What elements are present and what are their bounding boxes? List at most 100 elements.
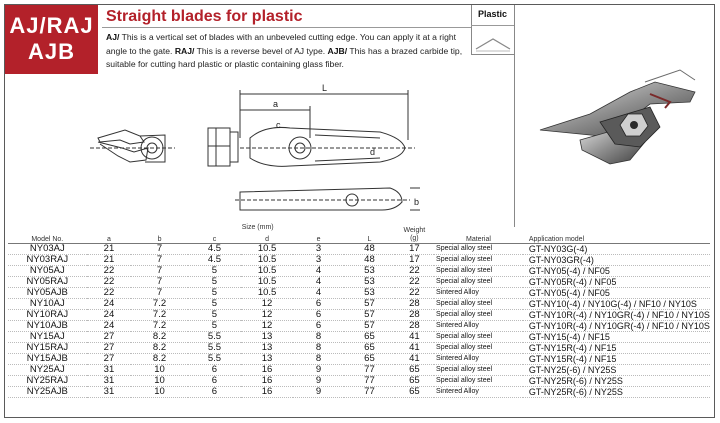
cell-model: NY03RAJ [26, 254, 69, 265]
cell-L: 57 [364, 309, 375, 320]
cell-c: 4.5 [207, 254, 222, 265]
cell-e: 8 [315, 353, 322, 364]
cell-application: GT-NY15R(-4) / NF15 [528, 354, 617, 364]
cell-b: 10 [154, 386, 165, 397]
cell-application: GT-NY03G(-4) [528, 244, 588, 254]
cell-application: GT-NY03GR(-4) [528, 255, 594, 265]
cell-material: Special alloy steel [436, 256, 493, 263]
cell-a: 27 [103, 342, 115, 353]
header-model: Model No. [31, 236, 64, 243]
cell-d: 10.5 [257, 276, 277, 287]
cell-weight: 65 [409, 364, 420, 375]
cell-b: 8.2 [152, 342, 167, 353]
dim-label-c: c [276, 120, 281, 130]
cell-weight: 22 [409, 287, 420, 298]
cell-model: NY05RAJ [26, 276, 69, 287]
cell-model: NY25AJB [26, 386, 68, 397]
cell-e: 4 [315, 287, 322, 298]
cell-b: 8.2 [152, 331, 167, 342]
cell-b: 7 [156, 265, 163, 276]
cell-L: 77 [364, 375, 375, 386]
cell-b: 10 [154, 364, 165, 375]
cell-model: NY10RAJ [26, 309, 69, 320]
cell-L: 77 [364, 386, 375, 397]
dim-label-a: a [273, 99, 278, 109]
cell-application: GT-NY05(-4) / NF05 [528, 266, 610, 276]
cell-model: NY10AJB [26, 320, 68, 331]
cell-L: 53 [364, 276, 375, 287]
cell-material: Special alloy steel [436, 344, 493, 351]
material-divider [471, 25, 514, 26]
cell-a: 24 [103, 298, 115, 309]
badge-line-1: AJ/RAJ [9, 13, 94, 38]
header-e: e [316, 236, 321, 243]
cell-application: GT-NY25R(-6) / NY25S [528, 376, 623, 386]
cell-e: 6 [315, 298, 322, 309]
aj-label: AJ/ [106, 32, 120, 42]
cell-d: 12 [261, 320, 273, 331]
cell-e: 4 [315, 265, 322, 276]
header-a: a [107, 236, 111, 243]
cell-model: NY25RAJ [26, 375, 69, 386]
cell-b: 7 [156, 254, 163, 265]
cell-a: 24 [103, 309, 115, 320]
spec-table: Model No. a b Size (mm)c d e L Weight(g)… [8, 224, 710, 398]
series-badge: AJ/RAJ AJB [5, 5, 98, 74]
cell-L: 57 [364, 320, 375, 331]
cell-a: 21 [103, 254, 115, 265]
cell-a: 31 [103, 375, 115, 386]
cell-weight: 17 [409, 243, 420, 254]
cell-b: 7 [156, 243, 163, 254]
cell-e: 6 [315, 320, 322, 331]
cell-a: 21 [103, 243, 115, 254]
cell-material: Special alloy steel [436, 311, 493, 318]
cell-application: GT-NY10R(-4) / NY10GR(-4) / NF10 / NY10S [528, 310, 710, 320]
cell-application: GT-NY05R(-4) / NF05 [528, 277, 617, 287]
cell-weight: 28 [409, 309, 420, 320]
cell-c: 5.5 [207, 342, 222, 353]
cell-b: 7.2 [152, 320, 167, 331]
cell-material: Special alloy steel [436, 267, 493, 274]
cell-c: 6 [211, 375, 218, 386]
cell-weight: 28 [409, 298, 420, 309]
header-c: Size (mm)c [188, 224, 274, 244]
cell-L: 53 [364, 265, 375, 276]
cell-b: 10 [154, 375, 165, 386]
cell-d: 10.5 [257, 243, 277, 254]
cell-material: Special alloy steel [436, 366, 493, 373]
cell-model: NY10AJ [29, 298, 65, 309]
cell-e: 8 [315, 342, 322, 353]
cell-material: Special alloy steel [436, 377, 493, 384]
cell-e: 9 [315, 386, 322, 397]
header-L: L [367, 236, 372, 243]
cell-c: 5 [211, 309, 218, 320]
cell-material: Special alloy steel [436, 300, 493, 307]
cell-d: 13 [261, 353, 273, 364]
cell-e: 9 [315, 375, 322, 386]
cell-material: Sintered Alloy [436, 355, 479, 362]
cell-application: GT-NY10R(-4) / NY10GR(-4) / NF10 / NY10S [528, 321, 710, 331]
cell-a: 24 [103, 320, 115, 331]
cell-c: 5 [211, 287, 218, 298]
cell-e: 4 [315, 276, 322, 287]
cell-model: NY05AJ [29, 265, 65, 276]
cell-b: 7 [156, 287, 163, 298]
cell-c: 5 [211, 320, 218, 331]
cell-material: Special alloy steel [436, 278, 493, 285]
dim-label-L: L [322, 83, 327, 93]
header-application: Application model [528, 236, 585, 243]
cell-b: 7 [156, 276, 163, 287]
cell-model: NY25AJ [29, 364, 65, 375]
cell-model: NY15RAJ [26, 342, 69, 353]
badge-line-2: AJB [27, 39, 75, 64]
cell-material: Sintered Alloy [436, 322, 479, 329]
cell-d: 10.5 [257, 287, 277, 298]
cell-L: 48 [364, 254, 375, 265]
